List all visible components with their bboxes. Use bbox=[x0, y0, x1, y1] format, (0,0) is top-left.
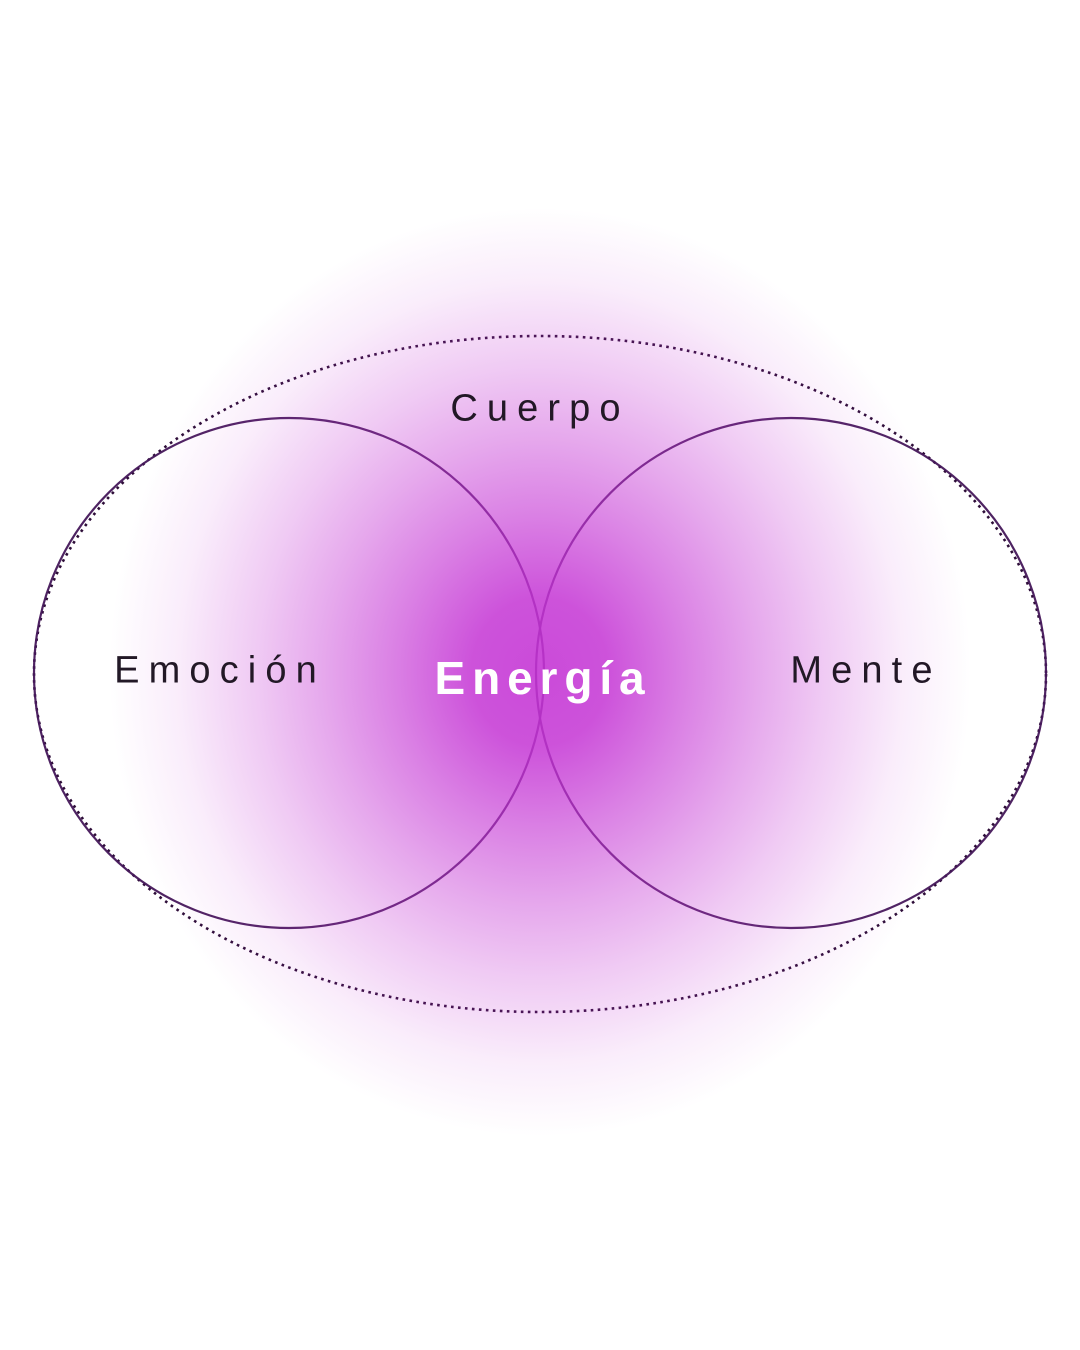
label-energia: Energía bbox=[434, 652, 652, 704]
label-emocion: Emoción bbox=[114, 649, 326, 692]
label-cuerpo: Cuerpo bbox=[450, 387, 630, 430]
label-mente: Mente bbox=[790, 649, 942, 692]
